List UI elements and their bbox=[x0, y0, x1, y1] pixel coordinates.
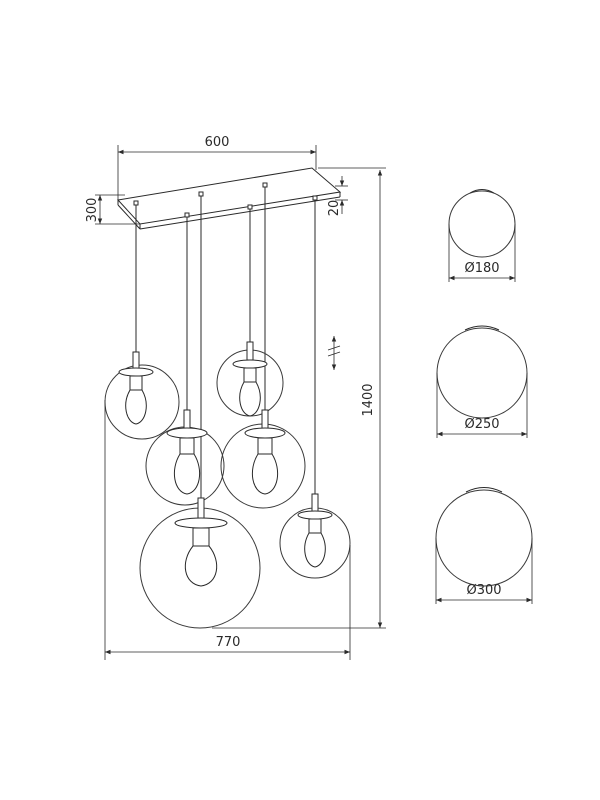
shade-variant-300: Ø300 bbox=[435, 487, 533, 604]
dimension-overall-width: 770 bbox=[104, 400, 351, 660]
shade-variant-250: Ø250 bbox=[436, 325, 528, 438]
dimension-canopy-height-label: 300 bbox=[85, 198, 100, 223]
ceiling-canopy bbox=[117, 167, 342, 230]
dimension-total-height-label: 1400 bbox=[361, 383, 376, 416]
dimension-canopy-thickness-label: 20 bbox=[327, 200, 342, 217]
dimension-overall-width-label: 770 bbox=[216, 635, 241, 650]
dimension-canopy-thickness: 20 bbox=[327, 176, 348, 216]
shade-size-label: Ø300 bbox=[466, 583, 501, 598]
dimension-canopy-height: 300 bbox=[85, 194, 140, 225]
pendant-globe bbox=[145, 409, 225, 506]
dimension-top-width: 600 bbox=[117, 135, 317, 200]
shade-variant-180: Ø180 bbox=[448, 189, 516, 282]
pendant-globe bbox=[139, 497, 261, 629]
shade-size-label: Ø180 bbox=[464, 261, 499, 276]
pendant-globe bbox=[279, 493, 351, 579]
suspension-cables bbox=[135, 187, 316, 500]
pendant-globe bbox=[216, 341, 284, 417]
dimension-top-width-label: 600 bbox=[205, 135, 230, 150]
pendant-globe bbox=[104, 351, 180, 440]
adjustable-length-icon bbox=[327, 336, 341, 370]
dimension-total-height: 1400 bbox=[212, 167, 386, 629]
pendant-globe bbox=[220, 409, 306, 509]
shade-size-label: Ø250 bbox=[464, 417, 499, 432]
